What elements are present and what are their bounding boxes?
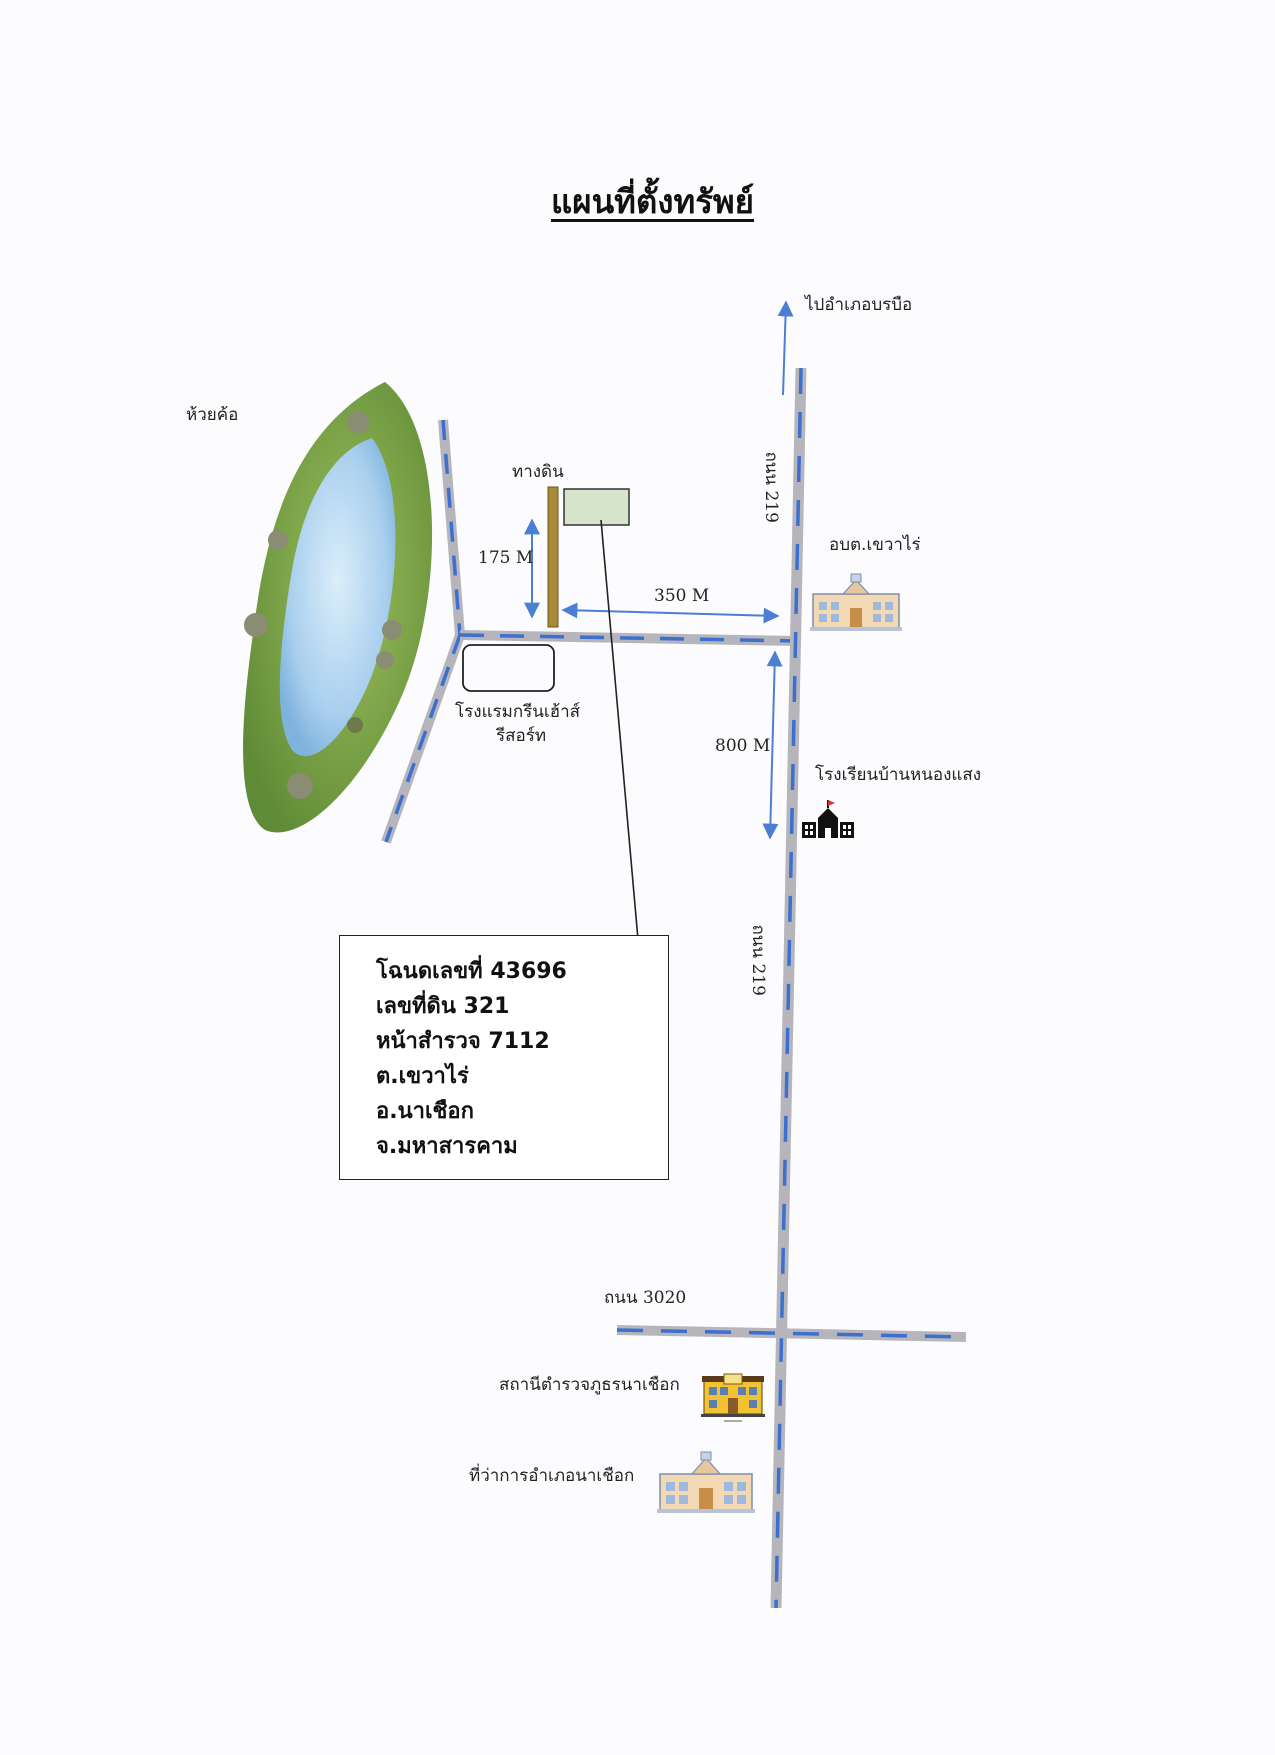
district: อ.นาเชือก [376, 1099, 474, 1124]
road-network [381, 367, 967, 1609]
label-road-219-mid: ถนน 219 [747, 924, 768, 996]
label-road-3020: ถนน 3020 [604, 1288, 687, 1308]
building-icon [657, 1451, 755, 1513]
dirt-track [547, 486, 559, 628]
building-icon [810, 573, 902, 631]
survey-page: หน้าสำรวจ 7112 [376, 1029, 550, 1054]
label-school: โรงเรียนบ้านหนองแสง [815, 765, 982, 785]
pond-icon [243, 382, 433, 833]
school-icon [802, 800, 854, 838]
distance-label-350: 350 M [654, 586, 710, 606]
label-district-office: ที่ว่าการอำเภอนาเชือก [469, 1466, 635, 1486]
label-hotel-line1: โรงแรมกรีนเฮ้าส์ [455, 702, 581, 722]
land-number: เลขที่ดิน 321 [376, 994, 510, 1019]
deed-pointer-arrow [600, 519, 646, 964]
hotel-outline [462, 644, 555, 692]
page-title: แผนที่ตั้งทรัพย์ [550, 182, 755, 221]
label-to-borabue: ไปอำเภอบรบือ [805, 295, 913, 315]
label-road-219-top: ถนน 219 [760, 451, 781, 523]
label-sao-office: อบต.เขวาไร่ [829, 535, 921, 555]
label-hotel-line2: รีสอร์ท [496, 726, 547, 746]
label-dirt-road: ทางดิน [512, 462, 564, 482]
property-plot [563, 488, 630, 526]
distance-label-800: 800 M [715, 736, 771, 756]
distance-arrow-350 [561, 602, 780, 624]
deed-number: โฉนดเลขที่ 43696 [376, 959, 567, 984]
deed-info-box: โฉนดเลขที่ 43696 เลขที่ดิน 321 หน้าสำรวจ… [339, 935, 669, 1180]
direction-arrow [777, 300, 794, 396]
label-huai-kho: ห้วยค้อ [186, 405, 239, 425]
province: จ.มหาสารคาม [376, 1134, 518, 1159]
distance-label-175: 175 M [478, 548, 534, 568]
distance-arrow-800 [762, 650, 783, 840]
label-police-station: สถานีตำรวจภูธรนาเชือก [499, 1375, 680, 1395]
police-station-icon [701, 1373, 765, 1422]
subdistrict: ต.เขวาไร่ [376, 1064, 469, 1089]
